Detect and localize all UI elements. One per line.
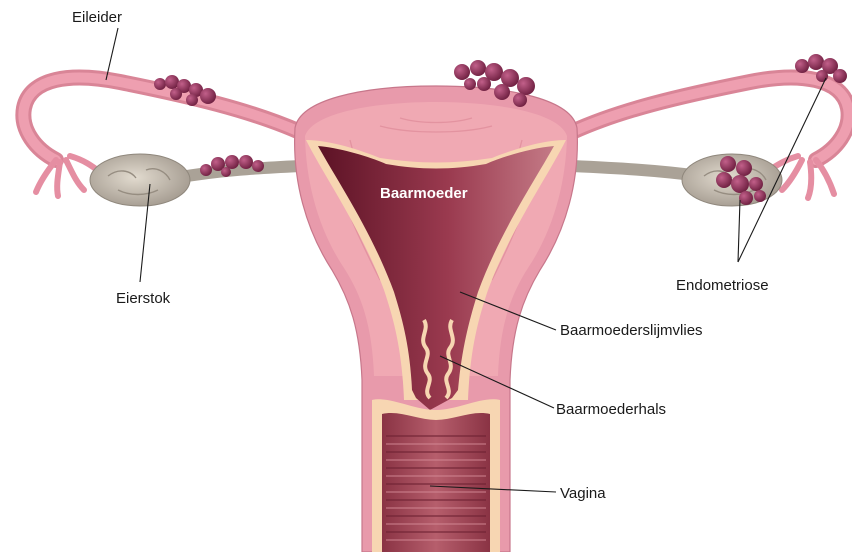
label-baarmoeder: Baarmoeder [380,185,468,202]
label-eierstok: Eierstok [116,290,171,307]
leader-endometriose-ovary [738,200,740,262]
label-vagina: Vagina [560,485,606,502]
label-endometriose: Endometriose [676,277,769,294]
vagina [372,399,500,552]
label-eileider: Eileider [72,9,122,26]
label-baarmoederslijmvlies: Baarmoederslijmvlies [560,322,703,339]
label-baarmoederhals: Baarmoederhals [556,401,666,418]
leader-eileider [106,28,118,80]
left-ovary [90,154,190,206]
